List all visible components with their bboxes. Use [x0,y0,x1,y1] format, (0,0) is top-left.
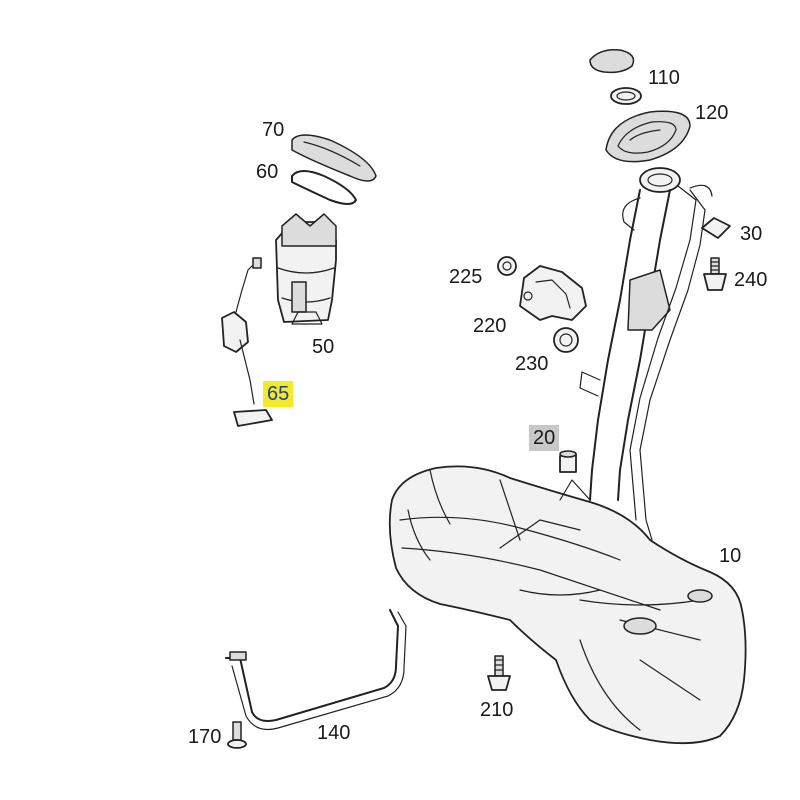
label-part-230: 230 [515,353,549,375]
filler-seal-part-120 [605,110,691,163]
filler-pipe-assembly [579,167,713,541]
bolt-part-210 [487,655,511,691]
fuel-pump-part-50 [275,213,337,325]
strap-part-140 [225,609,407,731]
label-part-65-highlighted[interactable]: 65 [263,381,294,407]
label-part-140: 140 [317,722,351,744]
label-part-225: 225 [449,266,483,288]
bracket-part-220 [519,265,587,321]
fuel-cap-part-110 [589,48,642,105]
label-part-220: 220 [473,315,507,337]
label-part-210: 210 [480,699,514,721]
nut-part-225 [497,256,517,276]
level-sender-part-65 [221,257,273,427]
label-part-60: 60 [256,161,279,183]
label-part-110: 110 [648,67,680,89]
gasket-part-70 [291,134,377,182]
label-part-170: 170 [188,726,222,748]
label-part-30: 30 [740,223,763,245]
valve-part-20 [559,450,577,473]
label-part-20-highlighted[interactable]: 20 [529,425,560,451]
plate-part-30 [701,217,731,239]
bolt-part-170 [227,721,247,749]
bolt-part-240 [703,257,727,291]
fuel-tank-part-10 [388,465,747,745]
label-part-50: 50 [312,336,335,358]
label-part-10: 10 [719,545,742,567]
label-part-70: 70 [262,119,285,141]
ring-part-60 [291,170,357,205]
label-part-120: 120 [695,102,729,124]
grommet-part-230 [553,327,579,353]
label-part-240: 240 [734,269,768,291]
